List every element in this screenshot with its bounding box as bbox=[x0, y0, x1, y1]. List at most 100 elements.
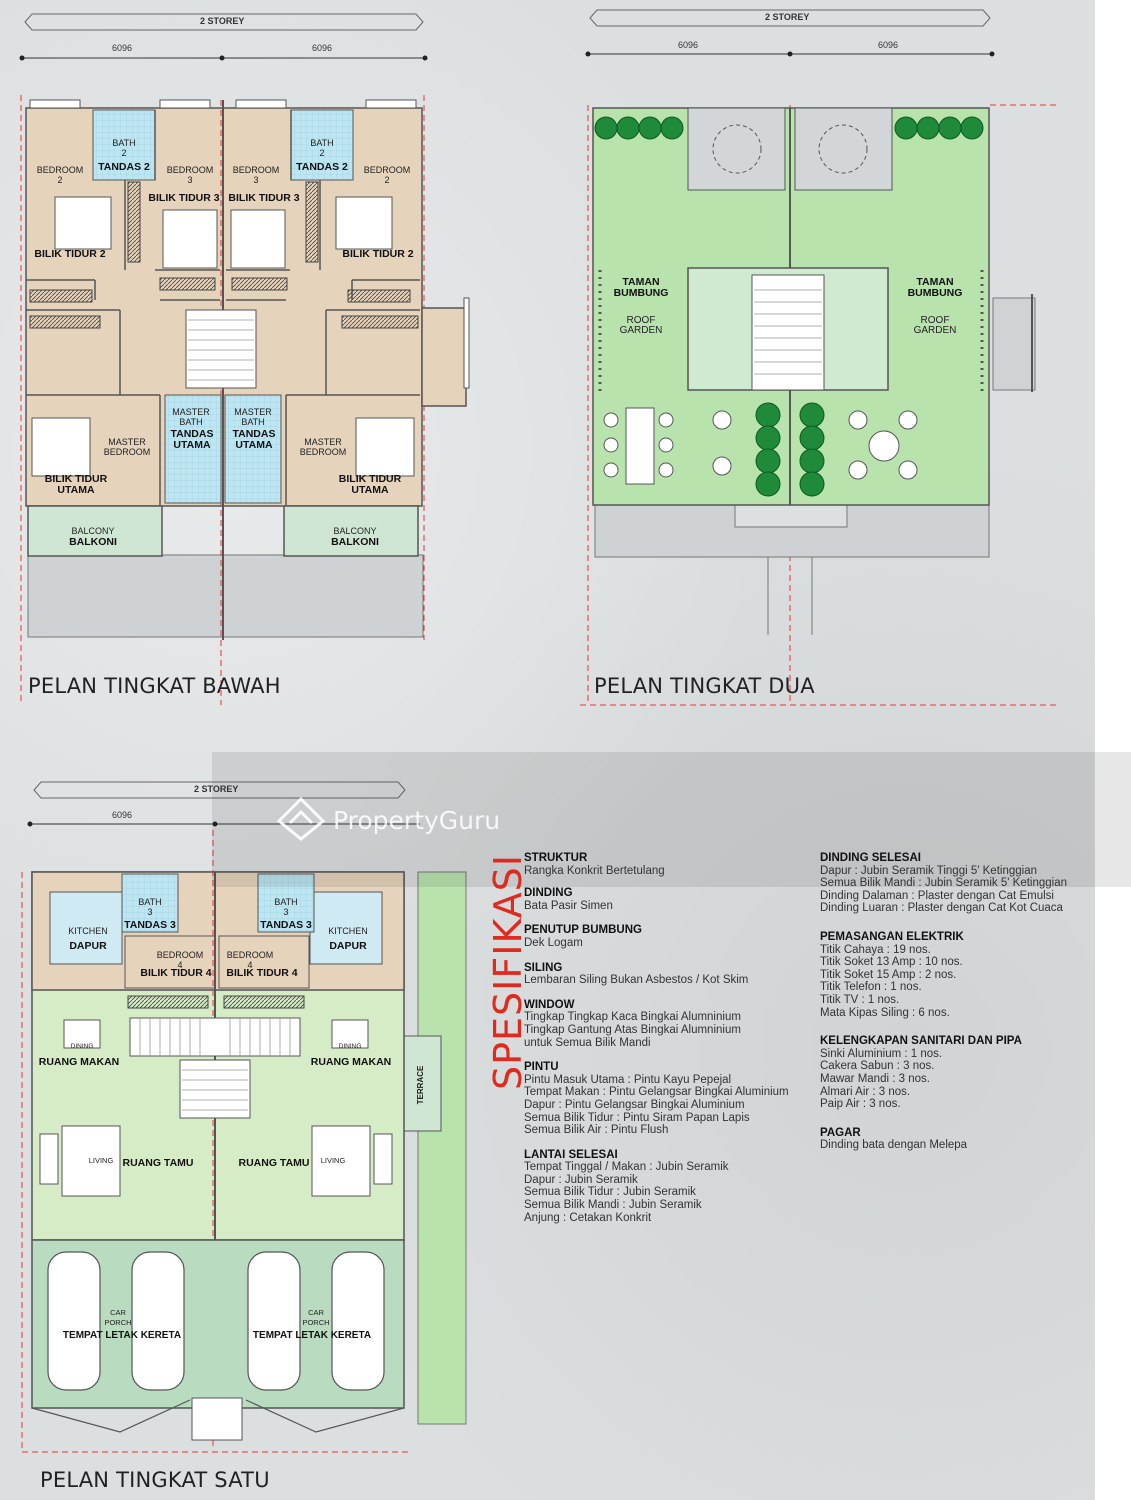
label-tandas2-right: TANDAS 2 bbox=[296, 161, 348, 173]
ground-plan-title: PELAN TINGKAT BAWAH bbox=[28, 674, 281, 698]
spec-line: Mawar Mandi : 3 nos. bbox=[820, 1072, 930, 1085]
spec-line: Titik Telefon : 1 nos. bbox=[820, 981, 922, 994]
label-bedroom3-right: BEDROOM 3 bbox=[232, 165, 280, 185]
label-master-bath-right: MASTER BATH bbox=[234, 407, 272, 427]
spec-line: Almari Air : 3 nos. bbox=[820, 1085, 911, 1098]
watermark-band bbox=[212, 752, 1131, 887]
label-living-right: LIVING bbox=[320, 1156, 346, 1165]
label-dapur-right: DAPUR bbox=[329, 940, 367, 952]
spec-line: Sinki Aluminium : 1 nos. bbox=[820, 1047, 943, 1060]
spec-line: Tempat Tinggal / Makan : Jubin Seramik bbox=[524, 1161, 729, 1174]
spec-heading: PINTU bbox=[524, 1061, 559, 1074]
spec-heading: DINDING bbox=[524, 887, 573, 900]
label-master-bedroom-right: MASTER BEDROOM bbox=[299, 437, 347, 457]
label-roof-garden-right: ROOF GARDEN bbox=[913, 315, 957, 336]
spec-line: Titik Cahaya : 19 nos. bbox=[820, 943, 931, 956]
spec-line: Dinding bata dengan Melepa bbox=[820, 1139, 968, 1152]
spec-heading: PEMASANGAN ELEKTRIK bbox=[820, 930, 964, 943]
watermark-text: PropertyGuru bbox=[333, 806, 501, 835]
spec-vertical-title: SPESIFIKASI bbox=[480, 852, 530, 1092]
label-bilik-tidur3-left: BILIK TIDUR 3 bbox=[148, 192, 220, 204]
label-bath3-right: BATH 3 bbox=[274, 897, 298, 917]
label-balkoni-right: BALKONI bbox=[331, 536, 379, 548]
label-tandas-utama-left: TANDAS UTAMA bbox=[170, 428, 214, 451]
label-living-left: LIVING bbox=[88, 1156, 114, 1165]
second-dim-1: 6096 bbox=[678, 40, 699, 50]
ground-dim-1: 6096 bbox=[112, 43, 133, 53]
second-floor-plan bbox=[580, 9, 1060, 706]
label-dining-right: DINING bbox=[338, 1043, 362, 1050]
label-tandas3-left: TANDAS 3 bbox=[124, 919, 176, 931]
spec-line: Cakera Sabun : 3 nos. bbox=[820, 1060, 935, 1073]
first-dim-1: 6096 bbox=[112, 810, 133, 820]
spec-line: Semua Bilik Tidur : Pintu Siram Papan La… bbox=[524, 1111, 750, 1124]
spec-line: Dapur : Jubin Seramik bbox=[524, 1173, 638, 1186]
label-bilik-tidur-utama-left: BILIK TIDUR UTAMA bbox=[44, 473, 108, 496]
propertyguru-logo-icon bbox=[276, 796, 326, 841]
spec-heading: SILING bbox=[524, 961, 563, 974]
spec-line: Dapur : Jubin Seramik Tinggi 5' Ketinggi… bbox=[820, 864, 1037, 877]
spec-line: Lembaran Siling Bukan Asbestos / Kot Ski… bbox=[524, 974, 749, 987]
spec-line: Dinding Dalaman : Plaster dengan Cat Emu… bbox=[820, 889, 1054, 902]
spec-line: Paip Air : 3 nos. bbox=[820, 1098, 901, 1111]
spec-heading: LANTAI SELESAI bbox=[524, 1148, 618, 1161]
spec-line: Rangka Konkrit Bertetulang bbox=[524, 864, 665, 877]
spec-line: Mata Kipas Siling : 6 nos. bbox=[820, 1006, 950, 1019]
ground-floor-plan bbox=[19, 13, 470, 705]
label-kitchen-left: KITCHEN bbox=[68, 926, 108, 936]
label-bilik-tidur4-right: BILIK TIDUR 4 bbox=[226, 967, 298, 979]
spec-line: Titik Soket 15 Amp : 2 nos. bbox=[820, 968, 957, 981]
label-bedroom3-left: BEDROOM 3 bbox=[166, 165, 214, 185]
label-balkoni-left: BALKONI bbox=[69, 536, 117, 548]
spec-line: Semua Bilik Air : Pintu Flush bbox=[524, 1124, 669, 1137]
label-ruang-makan-left: RUANG MAKAN bbox=[38, 1056, 120, 1068]
first-storey-label: 2 STOREY bbox=[194, 784, 239, 794]
label-dapur-left: DAPUR bbox=[69, 940, 107, 952]
spec-line: Tingkap Tingkap Kaca Bingkai Alumninium bbox=[524, 1011, 741, 1024]
label-taman-bumbung-right: TAMAN BUMBUNG bbox=[907, 276, 963, 299]
spec-line: Anjung : Cetakan Konkrit bbox=[524, 1211, 652, 1224]
label-bilik-tidur2-right: BILIK TIDUR 2 bbox=[342, 248, 414, 260]
spec-line: Semua Bilik Mandi : Jubin Seramik bbox=[524, 1199, 702, 1212]
label-bath2-right: BATH 2 bbox=[310, 138, 334, 158]
label-taman-bumbung-left: TAMAN BUMBUNG bbox=[613, 276, 669, 299]
label-ruang-tamu-left: RUANG TAMU bbox=[122, 1157, 194, 1169]
label-tempat-letak-kereta-left: TEMPAT LETAK KERETA bbox=[62, 1330, 182, 1341]
label-bath2-left: BATH 2 bbox=[112, 138, 136, 158]
label-car-porch-right: CAR PORCH bbox=[302, 1308, 330, 1327]
spec-line: Semua Bilik Mandi : Jubin Seramik 5' Ket… bbox=[820, 877, 1068, 890]
spec-line: Tempat Makan : Pintu Gelangsar Bingkai A… bbox=[524, 1086, 789, 1099]
label-tandas2-left: TANDAS 2 bbox=[98, 161, 150, 173]
second-plan-title: PELAN TINGKAT DUA bbox=[594, 674, 815, 698]
first-plan-title: PELAN TINGKAT SATU bbox=[40, 1468, 270, 1492]
spec-line: Titik Soket 13 Amp : 10 nos. bbox=[820, 956, 963, 969]
label-ruang-tamu-right: RUANG TAMU bbox=[238, 1157, 310, 1169]
spec-heading: STRUKTUR bbox=[524, 852, 588, 864]
label-bilik-tidur3-right: BILIK TIDUR 3 bbox=[228, 192, 300, 204]
label-tandas3-right: TANDAS 3 bbox=[260, 919, 312, 931]
spec-line: Bata Pasir Simen bbox=[524, 899, 613, 912]
spec-heading: PENUTUP BUMBUNG bbox=[524, 924, 642, 937]
second-storey-label: 2 STOREY bbox=[765, 12, 810, 22]
label-tandas-utama-right: TANDAS UTAMA bbox=[232, 428, 276, 451]
ground-storey-label: 2 STOREY bbox=[200, 16, 245, 26]
label-master-bedroom-left: MASTER BEDROOM bbox=[103, 437, 151, 457]
label-master-bath-left: MASTER BATH bbox=[172, 407, 210, 427]
label-balcony-right: BALCONY bbox=[333, 526, 377, 536]
label-dining-left: DINING bbox=[70, 1043, 94, 1050]
label-balcony-left: BALCONY bbox=[71, 526, 115, 536]
label-bath3-left: BATH 3 bbox=[138, 897, 162, 917]
first-floor-plan bbox=[21, 781, 467, 1453]
label-bilik-tidur2-left: BILIK TIDUR 2 bbox=[34, 248, 106, 260]
